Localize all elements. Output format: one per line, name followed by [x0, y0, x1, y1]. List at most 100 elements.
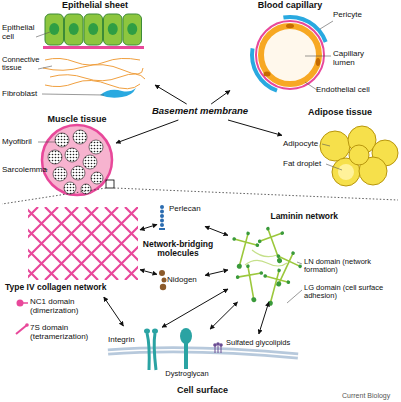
drawing-part: [49, 23, 59, 35]
drawing-part: [83, 155, 97, 169]
tissue-panel: Epithelial sheet: [35, 0, 155, 98]
drawing-part: [162, 278, 167, 283]
connector-arrow: [210, 302, 238, 329]
drawing-part: [225, 228, 262, 272]
drawing-part: [84, 14, 103, 45]
connector-arrow: [259, 302, 269, 334]
part-label: 7S domain (tetramerization): [30, 324, 115, 342]
drawing-part: [287, 290, 302, 303]
drawing-part: [16, 325, 27, 334]
leader-lines: [36, 21, 342, 303]
node-label: Basement membrane: [140, 106, 260, 116]
drawing-part: [265, 246, 306, 292]
node-label: Epithelial sheet: [35, 1, 155, 11]
drawing-part: [159, 228, 165, 230]
cell-surface-band: Cell surface Integrin Dystroglycan Sulfated…: [105, 322, 300, 398]
drawing-part: [38, 66, 52, 69]
drawing-part: [326, 164, 342, 170]
bridging-molecule: Perlecan: [157, 203, 205, 231]
tissue-panel: Muscle tissue: [38, 115, 116, 200]
drawing-part: [45, 14, 64, 45]
drawing-part: [320, 21, 333, 29]
connector-arrow: [155, 85, 187, 104]
drawing-part: [114, 188, 398, 200]
drawing-part: [65, 148, 79, 162]
receptor: Sulfated glycolipids: [212, 334, 298, 358]
drawing-part: [297, 262, 302, 264]
central-concept: Basement membrane: [140, 104, 260, 120]
drawing-part: [45, 58, 140, 65]
node-label: Sulfated glycolipids: [226, 339, 298, 347]
connector-arrow: [104, 297, 124, 326]
node-label: Integrin: [108, 336, 146, 345]
nidogen-icon: [159, 270, 167, 290]
cell-membrane: [108, 350, 298, 356]
drawing-part: [108, 23, 118, 35]
part-label: Connective tissue: [2, 56, 42, 73]
drawing-part: [160, 214, 164, 218]
drawing-part: [25, 323, 29, 327]
drawing-part: [42, 125, 112, 195]
part-label: Network-bridging molecules: [140, 240, 216, 259]
connector-arrow: [205, 270, 228, 275]
part-label: Capillary lumen: [333, 50, 378, 68]
drawing-part: [127, 23, 137, 35]
drawing-part: [53, 167, 67, 181]
drawing-part: [215, 346, 221, 353]
connector-arrow: [140, 225, 157, 230]
drawing-part: [100, 88, 136, 98]
drawing-part: [55, 133, 69, 147]
node-label: Cell surface: [105, 386, 300, 396]
drawing-part: [89, 140, 103, 154]
receptor: Dystroglycan: [164, 326, 210, 378]
part-label: Adipocyte: [283, 140, 325, 149]
glycolipid-icon: [213, 342, 223, 353]
drawing-part: [43, 65, 143, 74]
muscle-drawing: [2, 125, 398, 204]
connector-arrow: [116, 120, 178, 143]
connector-arrow: [228, 120, 282, 135]
laminin-network: [225, 222, 306, 309]
node-label: Blood capillary: [230, 1, 350, 11]
drawing-part: [144, 329, 150, 334]
drawing-part: [91, 172, 103, 184]
drawing-part: [219, 343, 223, 347]
bridging-molecule: Nidogen: [157, 268, 205, 294]
drawing-part: [261, 26, 319, 84]
drawing-part: [159, 270, 165, 276]
node-label: Nidogen: [167, 276, 205, 285]
drawing-part: [48, 150, 62, 164]
capillary-drawing: [250, 15, 328, 93]
collagen-network: [28, 207, 138, 280]
drawing-part: [305, 56, 331, 57]
integrin-icon: [144, 329, 158, 371]
drawing-part: [106, 180, 114, 188]
drawing-part: [160, 205, 164, 209]
drawing-part: [283, 15, 328, 43]
drawing-part: [256, 21, 324, 89]
drawing-part: [64, 182, 76, 194]
drawing-part: [38, 142, 56, 143]
drawing-part: [65, 14, 84, 45]
adipose-drawing: [320, 126, 398, 186]
drawing-part: [43, 46, 144, 49]
part-label: Fibroblast: [2, 90, 47, 99]
node-label: Muscle tissue: [38, 115, 116, 125]
drawing-part: [71, 166, 85, 180]
drawing-part: [160, 284, 166, 290]
connector-arrow: [205, 226, 228, 235]
drawing-part: [17, 300, 24, 307]
drawing-part: [286, 24, 294, 28]
drawing-part: [184, 342, 188, 369]
drawing-part: [160, 223, 164, 227]
node-label: Laminin network: [248, 212, 338, 221]
part-label: NC1 domain (dimerization): [30, 298, 105, 316]
drawing-part: [81, 184, 91, 194]
drawing-part: [28, 207, 138, 280]
epithelial-sheet: [43, 14, 145, 98]
domain-icons: [16, 300, 29, 335]
part-label: Pericyte: [333, 11, 383, 20]
drawing-part: [28, 207, 138, 280]
drawing-part: [234, 262, 268, 305]
